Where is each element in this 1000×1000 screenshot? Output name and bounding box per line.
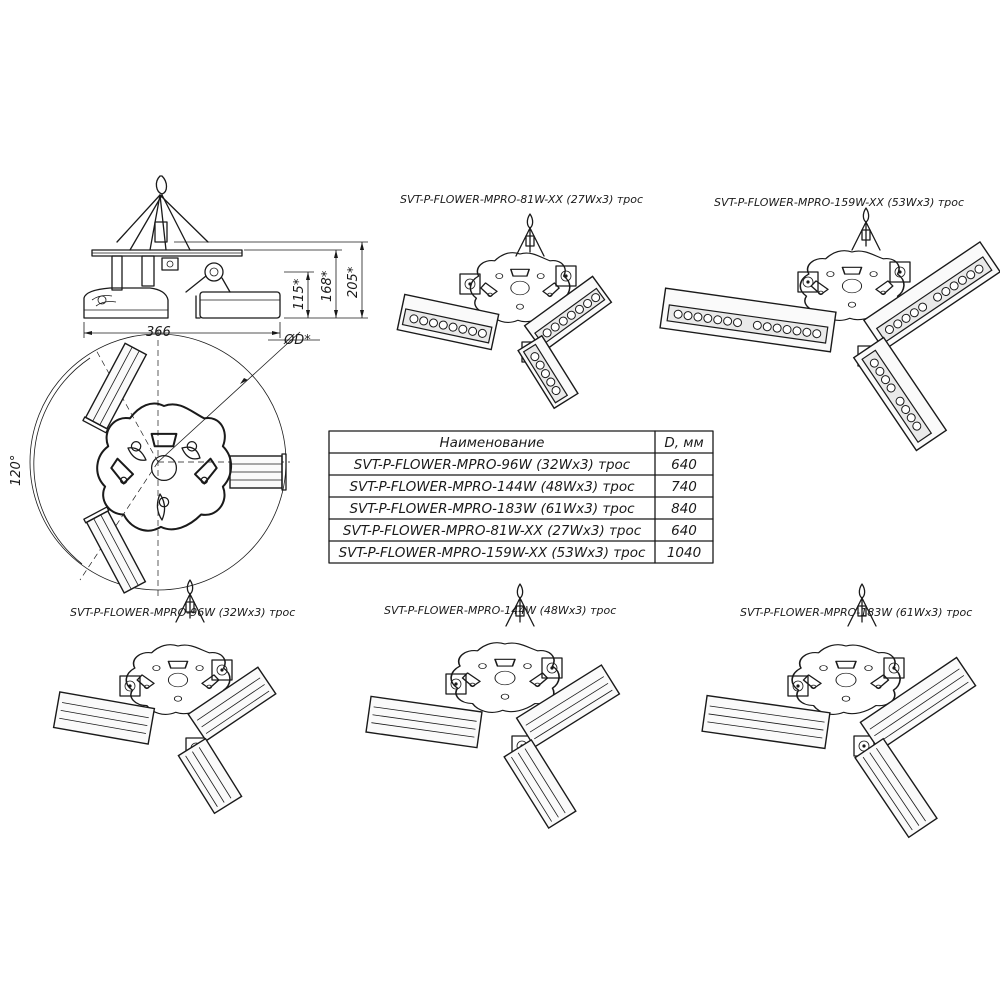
dim-height-205: 205* xyxy=(346,266,361,298)
table-cell-name: SVT-P-FLOWER-MPRO-81W-XX (27Wx3) трос xyxy=(343,523,642,539)
plan-view xyxy=(29,330,320,596)
iso-view-144w xyxy=(365,583,621,830)
caption-144w: SVT-P-FLOWER-MPRO-144W (48Wx3) трос xyxy=(384,604,616,617)
dim-angle: 120° xyxy=(9,455,24,486)
model-table xyxy=(328,430,714,564)
table-cell-diameter: 640 xyxy=(671,523,697,539)
caption-183w: SVT-P-FLOWER-MPRO-183W (61Wx3) трос xyxy=(740,606,972,619)
dim-height-168: 168* xyxy=(320,270,335,302)
iso-view-96w xyxy=(52,579,277,815)
table-cell-name: SVT-P-FLOWER-MPRO-144W (48Wx3) трос xyxy=(349,479,635,495)
iso-view-159w xyxy=(659,207,1000,452)
caption-159w: SVT-P-FLOWER-MPRO-159W-XX (53Wx3) трос xyxy=(714,196,964,209)
iso-view-81w xyxy=(396,213,613,410)
table-header-name: Наименование xyxy=(440,435,545,451)
table-cell-diameter: 840 xyxy=(671,501,697,517)
caption-81w: SVT-P-FLOWER-MPRO-81W-XX (27Wx3) трос xyxy=(400,193,643,206)
table-cell-name: SVT-P-FLOWER-MPRO-183W (61Wx3) трос xyxy=(349,501,635,517)
iso-view-183w xyxy=(701,583,977,839)
side-view xyxy=(83,175,368,338)
table-cell-name: SVT-P-FLOWER-MPRO-96W (32Wx3) трос xyxy=(354,457,631,473)
dim-height-115: 115* xyxy=(292,278,307,310)
dim-diameter: ØD* xyxy=(283,333,311,348)
table-header-diameter: D, мм xyxy=(664,435,703,451)
caption-96w: SVT-P-FLOWER-MPRO-96W (32Wx3) трос xyxy=(70,606,295,619)
table-cell-name: SVT-P-FLOWER-MPRO-159W-XX (53Wx3) трос xyxy=(339,545,646,561)
table-cell-diameter: 740 xyxy=(671,479,697,495)
dim-width: 366 xyxy=(146,325,171,340)
table-cell-diameter: 640 xyxy=(671,457,697,473)
table-cell-diameter: 1040 xyxy=(667,545,701,561)
